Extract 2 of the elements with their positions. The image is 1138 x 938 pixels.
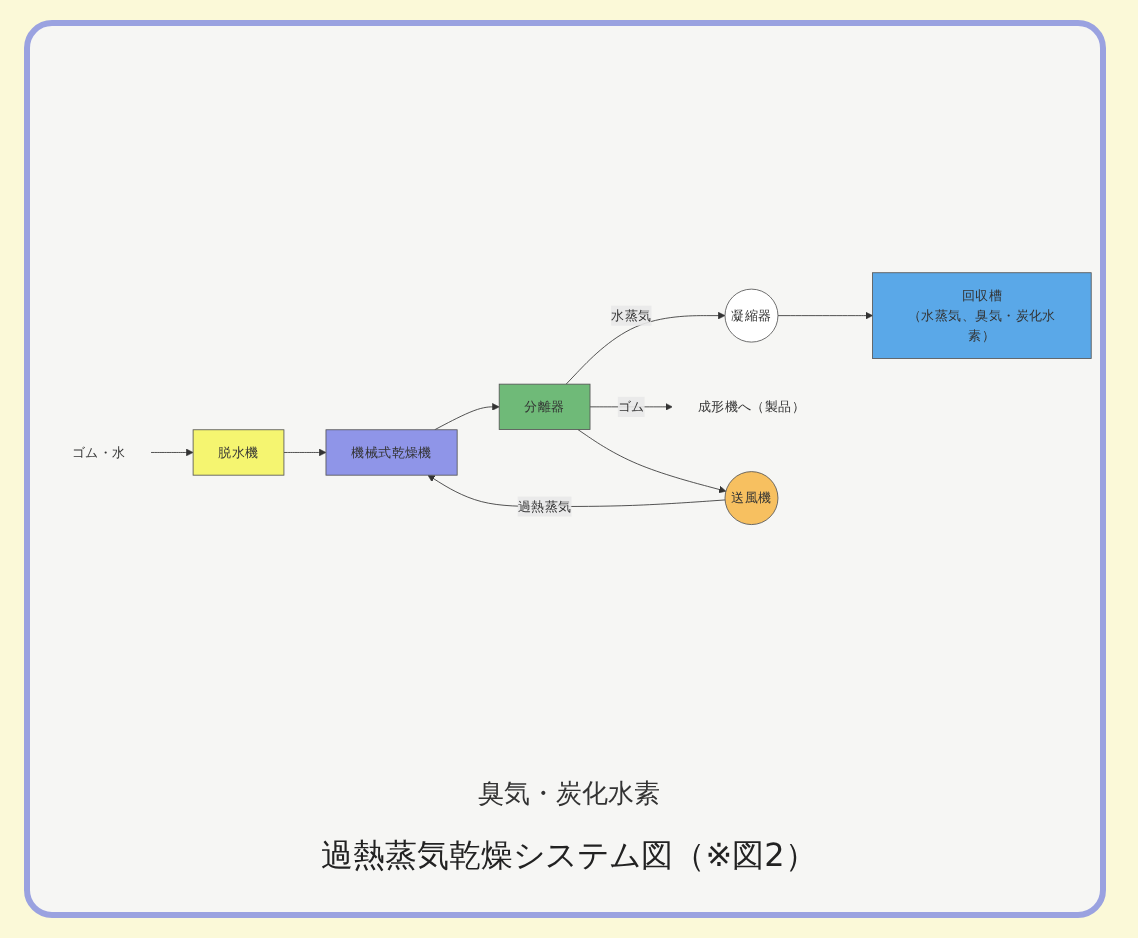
caption: 過熱蒸気乾燥システム図（※図2） [321, 836, 817, 874]
note-text: 臭気・炭化水素 [478, 780, 660, 810]
